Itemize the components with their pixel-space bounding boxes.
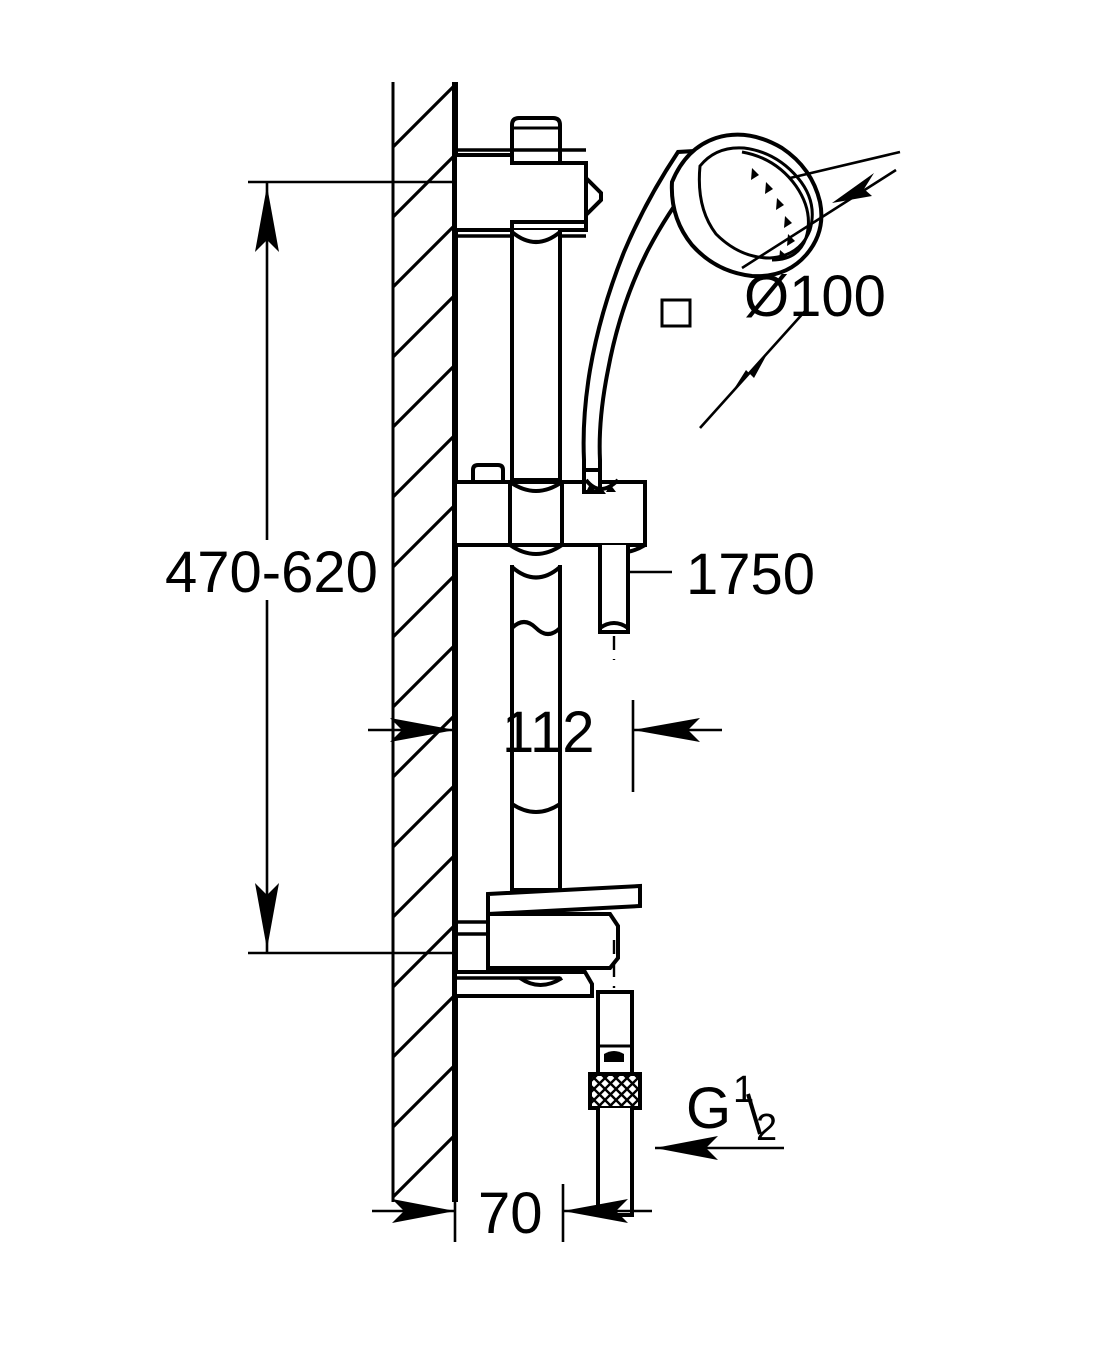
dim-70-arrow-left xyxy=(392,1199,455,1223)
upper-wall-bracket xyxy=(453,116,603,238)
dim-470-620-arrow-bottom xyxy=(255,883,279,949)
dimension-thread-g-half: G 1 2 xyxy=(655,1069,784,1160)
dim-g-half-prefix: G xyxy=(686,1076,731,1141)
dimension-70: 70 xyxy=(372,1176,652,1246)
holder-rail-fillet-bottom xyxy=(508,543,564,556)
dim-112-arrow-left xyxy=(390,718,455,742)
lower-bracket-skirt-fillet xyxy=(518,976,564,987)
wall-section xyxy=(391,82,458,1202)
hose-upper-segment xyxy=(598,545,630,634)
handshower-spray-face xyxy=(741,150,810,262)
handshower-outlet-texture xyxy=(586,484,616,494)
wall-hatching xyxy=(392,82,455,1201)
dim-112-label: 112 xyxy=(502,700,594,765)
lower-bracket-skirt xyxy=(453,970,594,998)
dim-70-label: 70 xyxy=(478,1181,543,1246)
dim-470-620-label: 470-620 xyxy=(165,540,378,605)
dim-d100-label: Ø100 xyxy=(744,264,886,329)
hose-knurled-nut xyxy=(588,1072,642,1110)
rail-upper-segment xyxy=(510,230,562,482)
dimension-470-620: 470-620 xyxy=(165,180,455,955)
dim-g-half-arrow xyxy=(655,1136,718,1160)
handshower-head-bezel xyxy=(697,146,814,260)
upper-bracket-body xyxy=(453,153,588,232)
dim-d100-arrow-lower xyxy=(732,356,766,392)
bracket-shelf-flange xyxy=(486,883,642,917)
dim-470-620-arrow-top xyxy=(255,186,279,252)
dim-1750-label: 1750 xyxy=(686,542,815,607)
handshower-junction-detail xyxy=(660,298,692,328)
dim-70-arrow-right xyxy=(563,1199,628,1223)
dim-d100-arrow-upper xyxy=(832,173,874,203)
holder-rail-fillet-top xyxy=(508,480,564,493)
dimension-112: 112 xyxy=(368,700,722,792)
upper-bracket-cap xyxy=(510,116,562,165)
handshower-handle xyxy=(581,147,716,484)
rail-break-symbol xyxy=(510,620,562,636)
dim-d100-diag-upper xyxy=(741,168,897,270)
dim-112-arrow-right xyxy=(633,718,700,742)
dimension-1750: 1750 xyxy=(626,542,815,607)
rail-top-fillet xyxy=(510,230,562,244)
hose-upper-break xyxy=(598,621,630,630)
rail-holder-fillet xyxy=(510,565,562,580)
hose-fitting-detail xyxy=(604,1051,624,1062)
dim-d100-leader-upper-ext xyxy=(789,150,901,180)
holder-adjust-knob xyxy=(471,463,505,484)
dimension-diameter-100: Ø100 xyxy=(699,150,901,429)
lower-wall-bracket xyxy=(453,800,642,998)
lower-bracket-body xyxy=(486,912,620,970)
dim-g-half-fraction-bar xyxy=(746,1093,762,1135)
handshower-spray-nozzles xyxy=(751,168,795,261)
sliding-holder xyxy=(453,463,647,556)
dim-g-half-denominator: 2 xyxy=(756,1107,777,1149)
hose-lower-segment xyxy=(596,1108,634,1217)
rail-bottom-fillet xyxy=(510,802,562,814)
dim-d100-diag-lower xyxy=(699,309,807,429)
